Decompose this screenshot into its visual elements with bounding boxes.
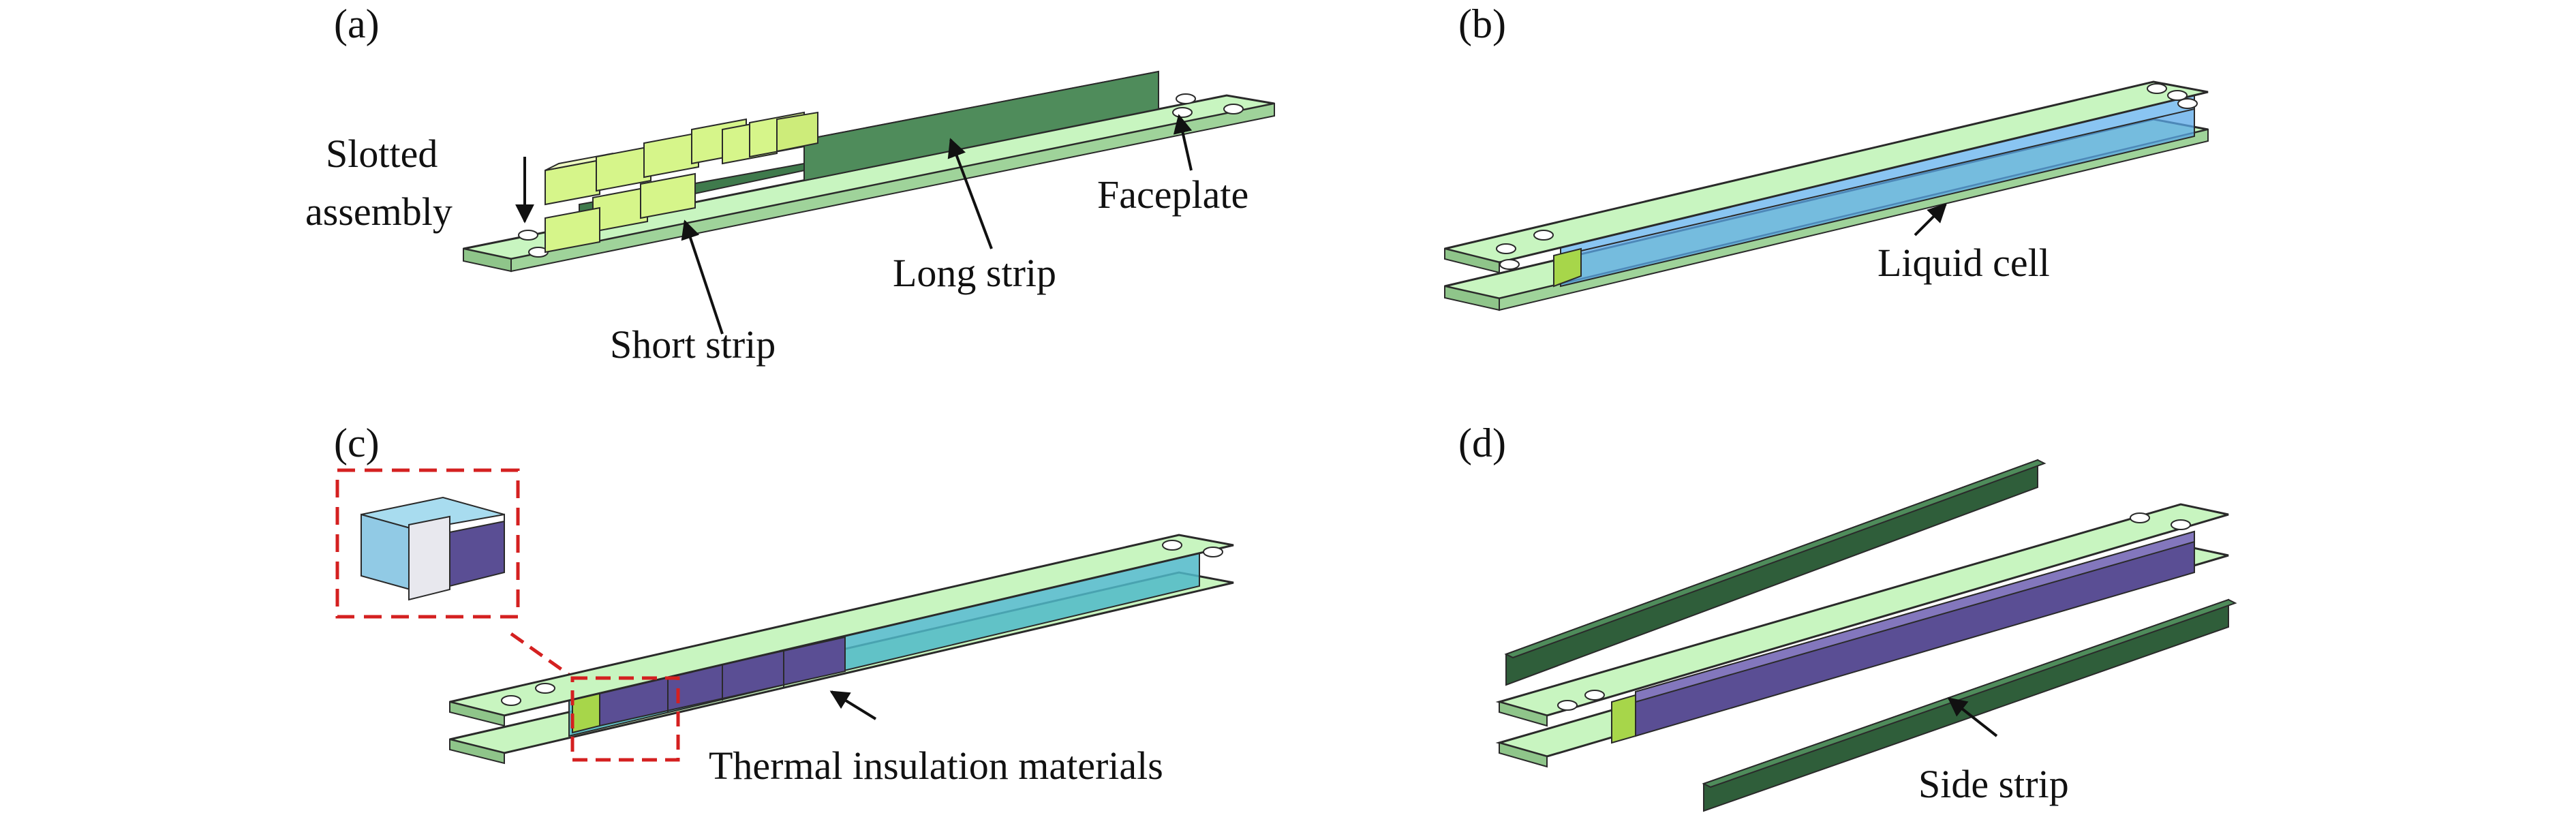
panel-c-label: (c): [334, 420, 380, 465]
short-strips-a: [545, 111, 818, 254]
faceplate-label: Faceplate: [1097, 172, 1248, 217]
inset-callout-box: [335, 468, 520, 619]
slotted-assembly-label-1: Slotted: [326, 132, 438, 176]
panel-c: (c): [334, 420, 1234, 788]
side-strip-label: Side strip: [1918, 762, 2069, 806]
faceplate-c-top: [449, 534, 1234, 727]
panel-a-label: (a): [334, 1, 380, 46]
panel-b-label: (b): [1458, 1, 1506, 46]
faceplate-b-top: [1444, 80, 2209, 274]
slotted-assembly-label-2: assembly: [305, 189, 453, 234]
insulation-blocks-d: [1635, 530, 2195, 737]
panel-d-label: (d): [1458, 420, 1506, 465]
insulation-block-inset: [361, 496, 505, 601]
panel-d: (d) Side strip: [1458, 420, 2237, 812]
thermal-insulation-label: Thermal insulation materials: [709, 743, 1163, 788]
panel-a: (a): [305, 1, 1275, 367]
insulation-callout-box: [570, 676, 680, 762]
faceplate-a: [463, 93, 1275, 273]
liquid-cell-label: Liquid cell: [1877, 241, 2050, 285]
long-strip-label: Long strip: [893, 251, 1056, 295]
side-strip-top: [1504, 459, 2046, 686]
short-strip-label: Short strip: [610, 322, 776, 367]
panel-b: (b) Liquid cell: [1444, 1, 2209, 311]
faceplate-d-top: [1495, 503, 2229, 727]
